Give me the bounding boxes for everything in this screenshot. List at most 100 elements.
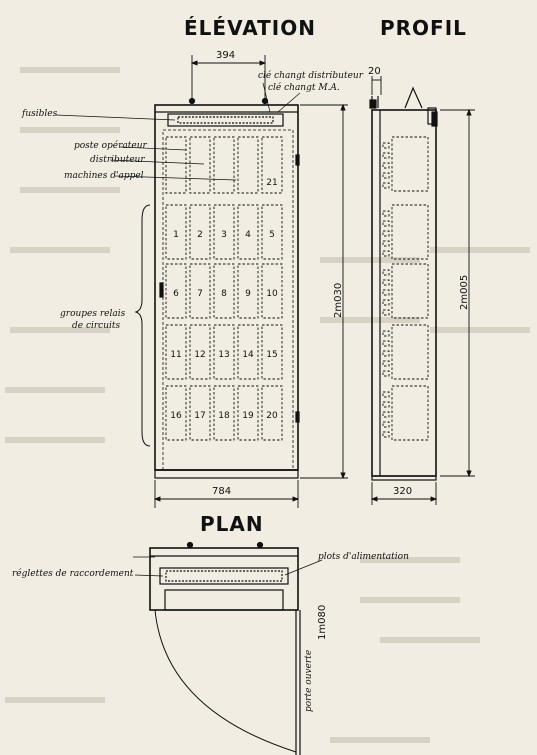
slot-number: 14 bbox=[242, 350, 254, 360]
leader-lines bbox=[55, 82, 323, 577]
upper-slot bbox=[213, 136, 235, 194]
relay-slot bbox=[237, 204, 259, 260]
profile-tab bbox=[382, 370, 390, 377]
profile-tab bbox=[382, 299, 390, 306]
slot-number: 10 bbox=[266, 289, 278, 299]
profile-slot bbox=[391, 263, 429, 319]
relay-slot bbox=[213, 263, 235, 319]
porte-ouverte-label: porte ouverte bbox=[304, 649, 314, 712]
relay-slot bbox=[261, 385, 283, 441]
profile-slot bbox=[391, 385, 429, 441]
dim-1080: 1m080 bbox=[317, 604, 328, 640]
relay-slot bbox=[261, 204, 283, 260]
profile-tab bbox=[382, 250, 390, 257]
slot-number: 16 bbox=[170, 411, 182, 421]
profile-slot bbox=[391, 324, 429, 380]
profile-tab bbox=[382, 360, 390, 367]
profile-tab bbox=[382, 421, 390, 428]
relay-slot bbox=[165, 324, 187, 380]
profile-tab bbox=[382, 142, 390, 149]
upper-slot-grid: 21 bbox=[165, 136, 283, 194]
slot-number: 12 bbox=[194, 350, 205, 360]
plots-label: plots d'alimentation bbox=[318, 552, 409, 562]
profile-tab bbox=[382, 182, 390, 189]
relay-slot bbox=[213, 385, 235, 441]
slot-number: 18 bbox=[218, 411, 230, 421]
relay-slot bbox=[165, 385, 187, 441]
profile-tab bbox=[382, 391, 390, 398]
relay-slot bbox=[189, 324, 211, 380]
slot-number: 9 bbox=[245, 289, 251, 299]
elevation-cabinet bbox=[154, 97, 300, 479]
dim-320: 320 bbox=[393, 486, 413, 497]
profile-tab bbox=[382, 431, 390, 438]
slot-number: 15 bbox=[266, 350, 277, 360]
profile-slot bbox=[391, 204, 429, 260]
slot-number: 17 bbox=[194, 411, 205, 421]
elevation-title: ÉLÉVATION bbox=[184, 16, 316, 40]
dim-20: 20 bbox=[368, 66, 381, 77]
profile-tab bbox=[382, 240, 390, 247]
cle-distributeur-label: clé changt distributeur bbox=[258, 71, 363, 81]
dimension-2005 bbox=[440, 108, 475, 478]
dimension-320 bbox=[370, 482, 438, 505]
relay-brace bbox=[134, 204, 151, 447]
slot-number: 8 bbox=[221, 289, 227, 299]
relay-slot bbox=[237, 385, 259, 441]
upper-slot bbox=[261, 136, 283, 194]
poste-operateur-label: poste opérateur bbox=[74, 141, 147, 151]
profile-tab bbox=[382, 330, 390, 337]
slot-number: 11 bbox=[170, 350, 181, 360]
profile-tab bbox=[382, 411, 390, 418]
relay-slot bbox=[213, 204, 235, 260]
slot-number: 13 bbox=[218, 350, 229, 360]
slot-number: 2 bbox=[197, 230, 203, 240]
profile-tab bbox=[382, 289, 390, 296]
relay-slot bbox=[165, 204, 187, 260]
relay-slot bbox=[189, 263, 211, 319]
profile-tab bbox=[382, 340, 390, 347]
dimension-20 bbox=[371, 76, 382, 95]
relay-slot bbox=[261, 324, 283, 380]
groupes-relais-label: groupes relais bbox=[60, 309, 126, 319]
slot-number: 7 bbox=[197, 289, 203, 299]
relay-slot bbox=[261, 263, 283, 319]
relay-slot bbox=[213, 324, 235, 380]
profile-tab bbox=[382, 172, 390, 179]
slot-number: 5 bbox=[269, 230, 275, 240]
dim-394: 394 bbox=[216, 50, 236, 61]
profil-title: PROFIL bbox=[380, 16, 467, 40]
slot-number: 21 bbox=[266, 178, 277, 188]
profile-tab bbox=[382, 269, 390, 276]
profile-slot-grid bbox=[382, 136, 429, 441]
relay-slot bbox=[189, 385, 211, 441]
relay-slot bbox=[237, 263, 259, 319]
profile-tab bbox=[382, 279, 390, 286]
profile-slot bbox=[391, 136, 429, 192]
relay-slot bbox=[165, 263, 187, 319]
profile-tab bbox=[382, 230, 390, 237]
dim-784: 784 bbox=[212, 486, 232, 497]
profile-tab bbox=[382, 350, 390, 357]
upper-slot bbox=[165, 136, 187, 194]
profile-tab bbox=[382, 162, 390, 169]
dim-2030: 2m030 bbox=[333, 282, 344, 318]
slot-number: 3 bbox=[221, 230, 227, 240]
profile-tab bbox=[382, 210, 390, 217]
plan-title: PLAN bbox=[200, 512, 264, 536]
dim-2005: 2m005 bbox=[459, 274, 470, 310]
de-circuits-label: de circuits bbox=[72, 321, 121, 331]
dimension-2030 bbox=[300, 103, 348, 480]
slot-number: 20 bbox=[266, 411, 278, 421]
machines-appel-label: machines d'appel bbox=[64, 171, 144, 181]
distributeur-label: distributeur bbox=[90, 155, 145, 165]
profile-tab bbox=[382, 152, 390, 159]
plan-view bbox=[149, 541, 301, 755]
profile-cabinet bbox=[369, 86, 438, 481]
reglettes-label: réglettes de raccordement bbox=[12, 569, 134, 579]
relay-slot bbox=[237, 324, 259, 380]
profile-tab bbox=[382, 220, 390, 227]
